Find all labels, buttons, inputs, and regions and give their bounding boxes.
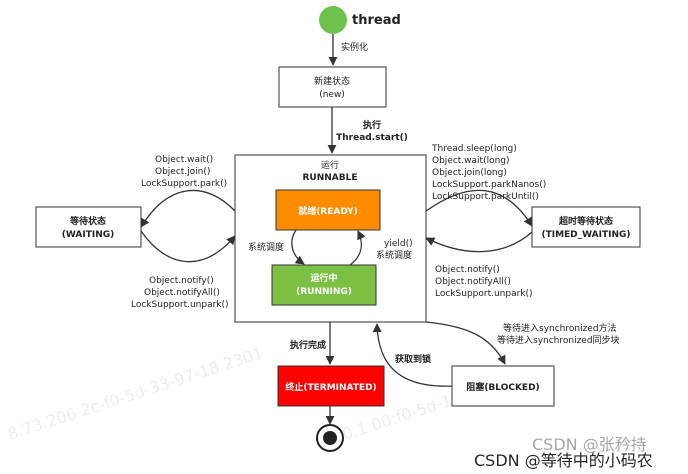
state-blocked bbox=[451, 365, 555, 407]
edge-timed-runnable bbox=[425, 231, 533, 253]
ip-watermark-1: 8.73.206 2c-f0-5d-33-97-18 2301 bbox=[5, 343, 265, 444]
state-runnable-line1: 运行 bbox=[321, 159, 339, 171]
state-runnable-line2: RUNNABLE bbox=[302, 173, 357, 183]
edge-from-waiting-2: Object.notifyAll() bbox=[144, 288, 220, 298]
edge-from-waiting-1: Object.notify() bbox=[149, 276, 214, 286]
edge-runnable-blocked bbox=[425, 321, 506, 365]
edge-start-exec-2: Thread.start() bbox=[336, 133, 408, 143]
state-ready-label: 就绪(READY) bbox=[298, 205, 358, 217]
start-label: thread bbox=[352, 13, 401, 28]
edge-to-timed-1: Thread.sleep(long) bbox=[431, 144, 517, 154]
state-timed-waiting bbox=[531, 206, 641, 248]
state-new bbox=[278, 66, 387, 108]
edge-done-label: 执行完成 bbox=[290, 339, 326, 351]
state-new-line2: (new) bbox=[319, 90, 345, 100]
state-timed-waiting-line1: 超时等待状态 bbox=[558, 215, 613, 227]
edge-got-lock-label: 获取到锁 bbox=[395, 353, 431, 365]
edge-to-timed-5: LockSupport.parkUntil() bbox=[432, 192, 539, 202]
state-running-line2: (RUNNING) bbox=[296, 287, 352, 297]
edge-schedule-up-2: 系统调度 bbox=[376, 249, 412, 261]
edge-to-blocked-2: 等待进入synchronized同步块 bbox=[497, 334, 620, 346]
edge-from-timed-1: Object.notify() bbox=[435, 265, 500, 275]
edge-waiting-runnable bbox=[140, 230, 236, 263]
state-waiting-line1: 等待状态 bbox=[69, 215, 106, 227]
edge-to-blocked-1: 等待进入synchronized方法 bbox=[503, 322, 617, 334]
state-running bbox=[271, 264, 377, 306]
edge-to-waiting-3: LockSupport.park() bbox=[141, 179, 227, 189]
edge-from-timed-2: Object.notifyAll() bbox=[435, 277, 511, 287]
start-node bbox=[319, 6, 347, 34]
state-terminated-label: 终止(TERMINATED) bbox=[284, 381, 376, 393]
edge-start-exec-1: 执行 bbox=[363, 119, 381, 131]
state-waiting bbox=[35, 206, 142, 248]
state-timed-waiting-line2: (TIMED_WAITING) bbox=[541, 230, 630, 240]
edge-ready-running bbox=[291, 229, 305, 265]
edge-to-waiting-2: Object.join() bbox=[155, 167, 210, 177]
edge-runnable-waiting bbox=[140, 189, 236, 228]
edge-running-ready bbox=[349, 230, 366, 266]
csdn-watermark-1: CSDN @张矜持 bbox=[532, 435, 647, 454]
state-ready bbox=[275, 189, 381, 231]
edge-blocked-runnable bbox=[372, 323, 453, 387]
state-waiting-line2: (WAITING) bbox=[62, 230, 114, 240]
edge-schedule-down-label: 系统调度 bbox=[248, 241, 284, 253]
edge-schedule-up-1: yield() bbox=[384, 239, 413, 249]
end-node-inner bbox=[323, 431, 337, 445]
edge-instantiate-label: 实例化 bbox=[341, 41, 368, 53]
edge-from-waiting-3: LockSupport.unpark() bbox=[131, 300, 229, 310]
edge-runnable-timed bbox=[425, 189, 533, 227]
edge-to-timed-2: Object.wait(long) bbox=[432, 156, 510, 166]
state-terminated bbox=[277, 365, 385, 407]
state-new-line1: 新建状态 bbox=[314, 75, 350, 87]
csdn-watermark-2: CSDN @等待中的小码农 bbox=[474, 451, 653, 470]
edge-from-timed-3: LockSupport.unpark() bbox=[435, 289, 533, 299]
edge-to-waiting-1: Object.wait() bbox=[155, 155, 213, 165]
state-blocked-label: 阻塞(BLOCKED) bbox=[466, 381, 539, 393]
state-running-line1: 运行中 bbox=[310, 272, 337, 284]
edge-to-timed-3: Object.join(long) bbox=[432, 168, 507, 178]
edge-to-timed-4: LockSupport.parkNanos() bbox=[432, 180, 546, 190]
